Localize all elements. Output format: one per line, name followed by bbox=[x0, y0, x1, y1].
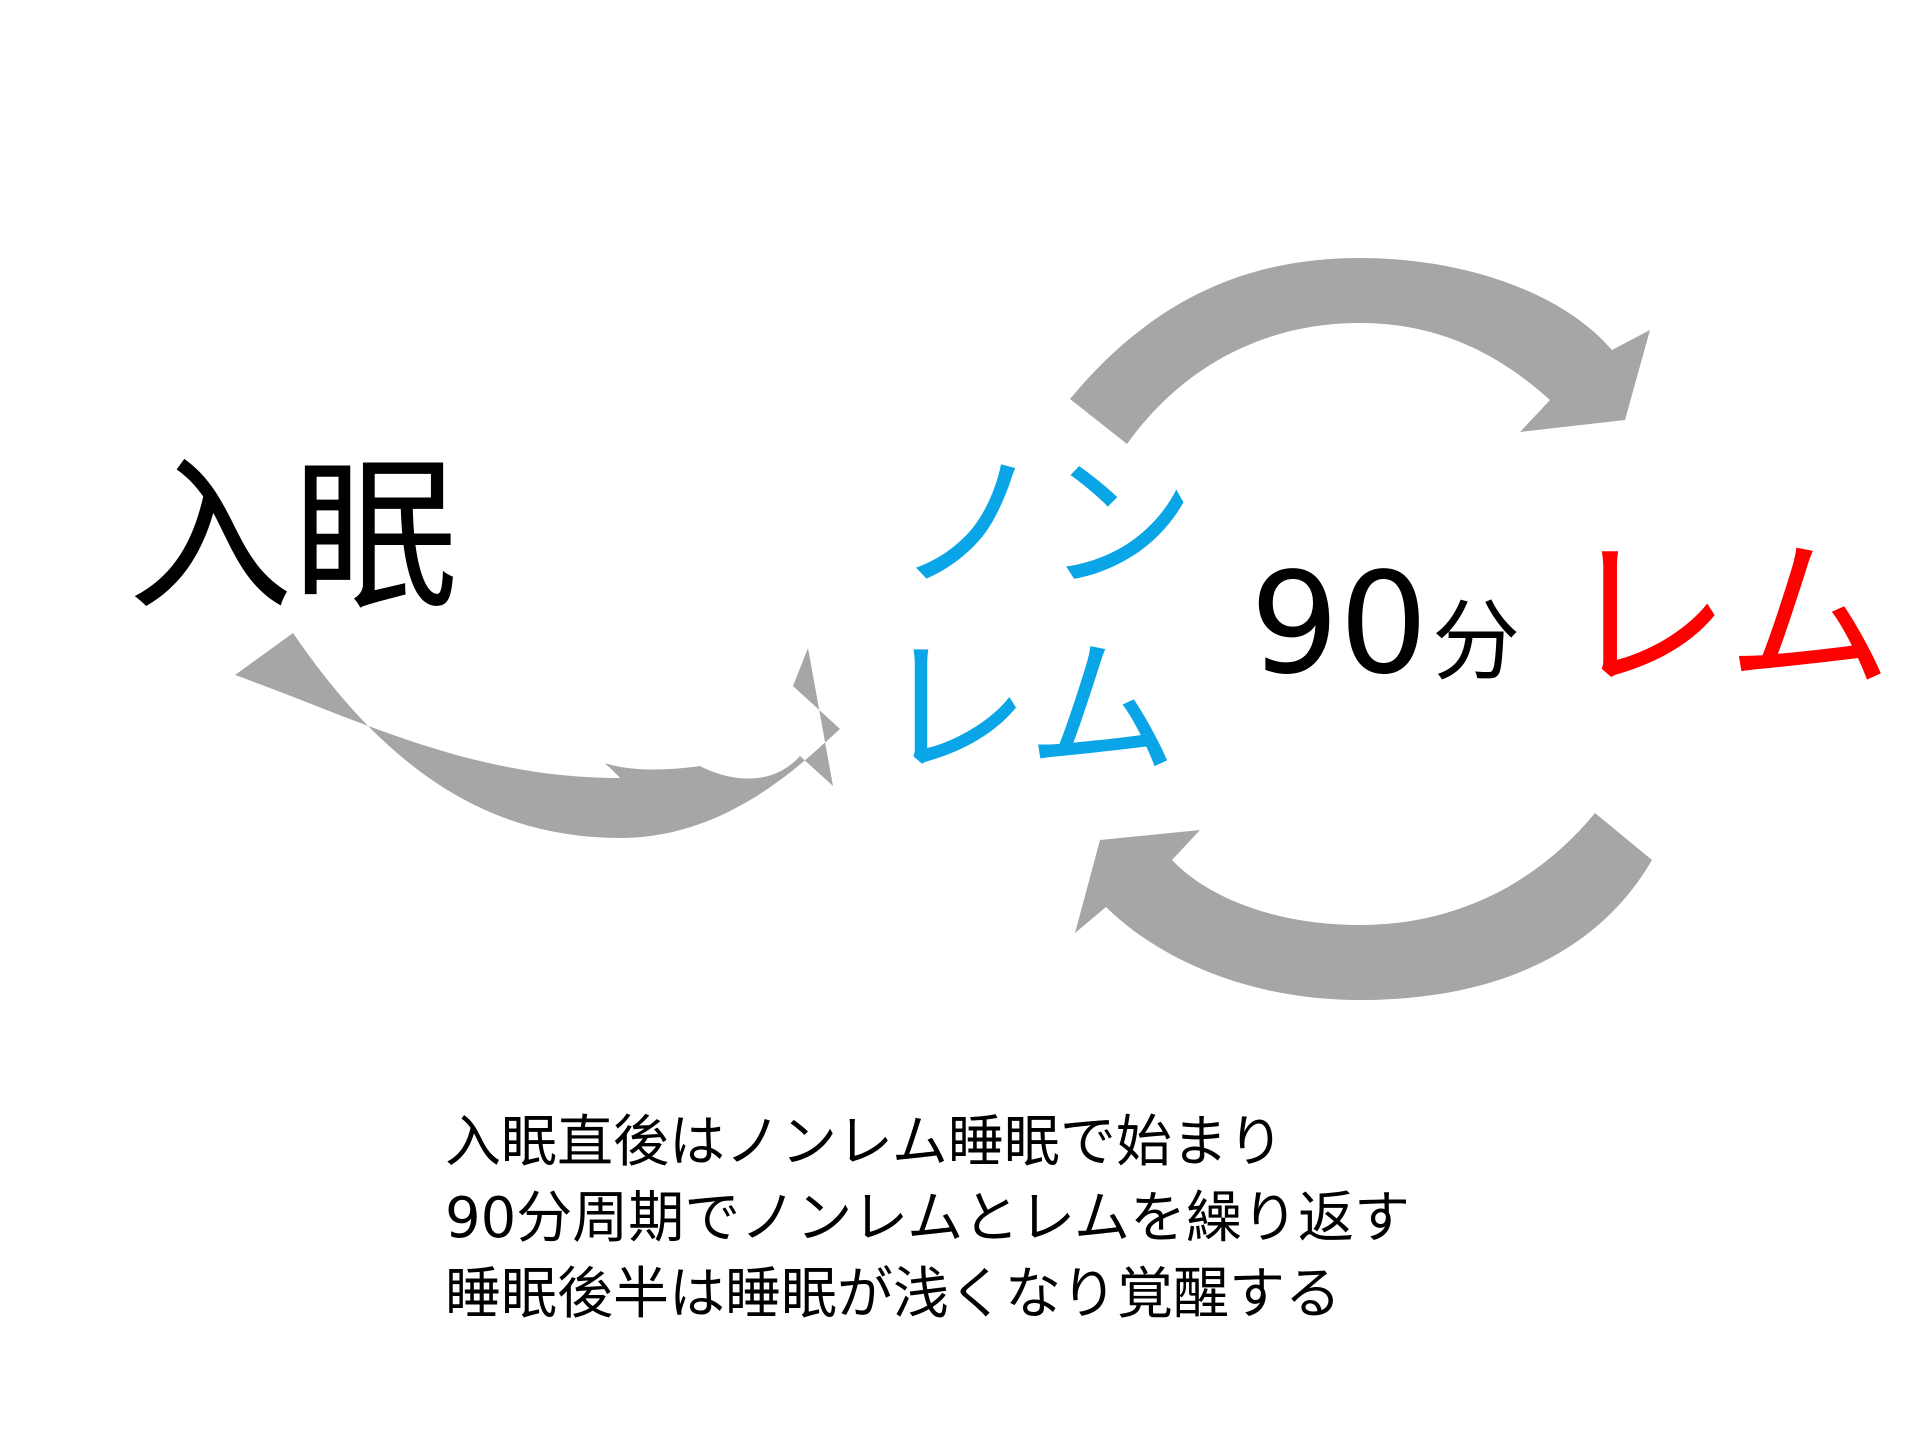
caption-line-2: 90分周期でノンレムとレムを繰り返す bbox=[445, 1186, 1411, 1251]
sleep-onset-label: 入眠 bbox=[128, 441, 458, 633]
nonrem-label-line1: ノン bbox=[895, 438, 1196, 612]
cycle-duration-number: 90 bbox=[1250, 543, 1429, 706]
cycle-duration-unit: 分 bbox=[1432, 590, 1521, 693]
nonrem-to-rem-arrow bbox=[1070, 258, 1650, 444]
rem-label: レム bbox=[1565, 521, 1892, 713]
cycle-duration-label: 90分 bbox=[1250, 555, 1520, 695]
caption: 入眠直後はノンレム睡眠で始まり 90分周期でノンレムとレムを繰り返す 睡眠後半は… bbox=[445, 1105, 1410, 1333]
rem-to-nonrem-arrow bbox=[1075, 813, 1652, 1000]
caption-line-1: 入眠直後はノンレム睡眠で始まり bbox=[445, 1110, 1284, 1175]
onset-to-nonrem-arrow bbox=[235, 633, 840, 838]
nonrem-label-line2: レム bbox=[880, 623, 1178, 797]
caption-line-3: 睡眠後半は睡眠が浅くなり覚醒する bbox=[445, 1262, 1341, 1327]
